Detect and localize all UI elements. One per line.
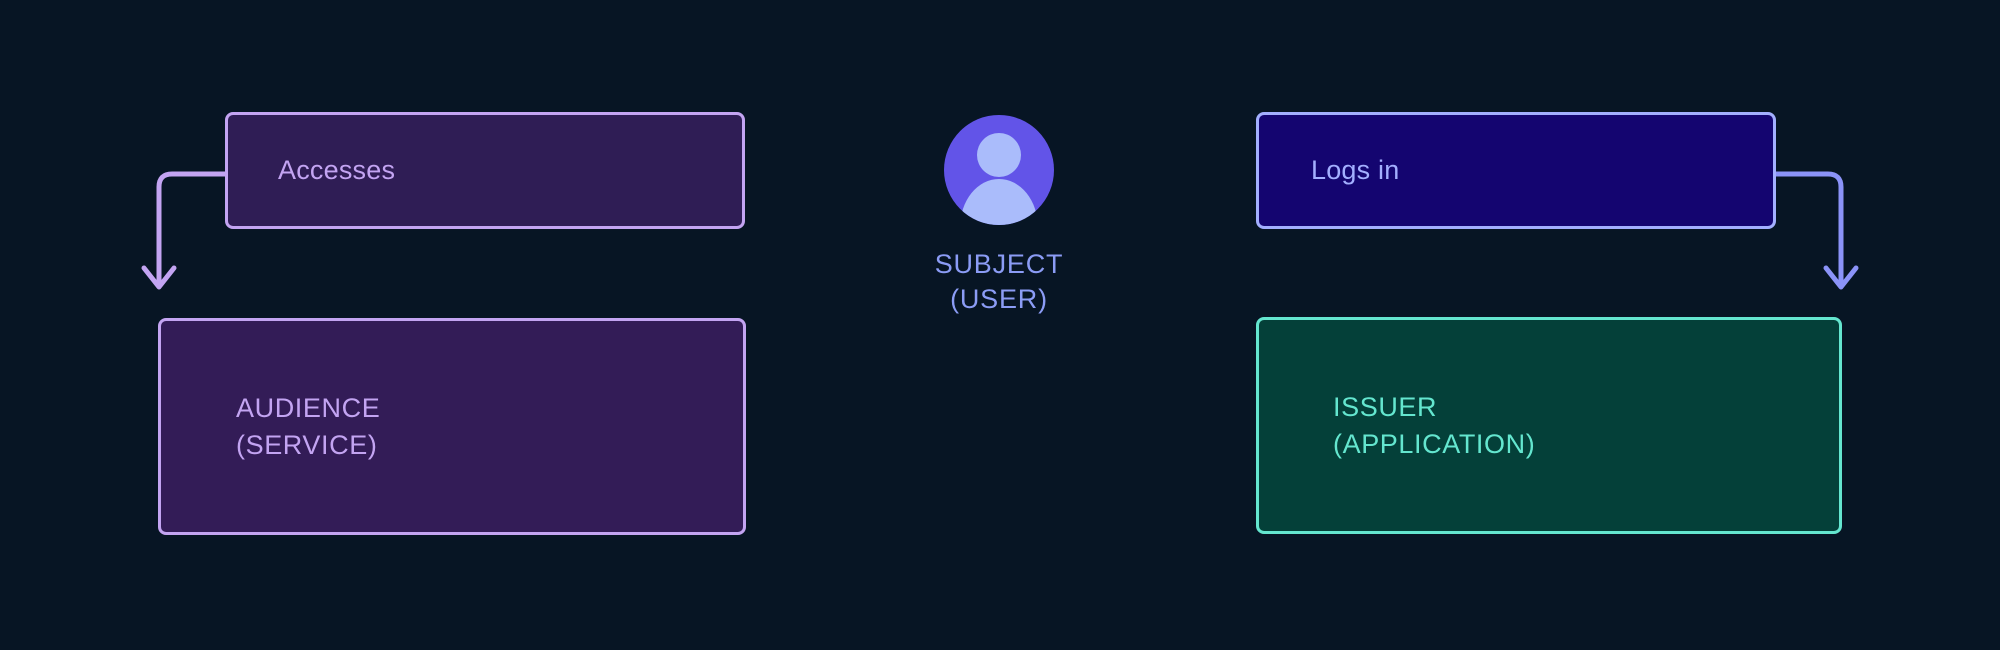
node-logs-in[interactable]: Logs in [1256,112,1776,229]
node-accesses[interactable]: Accesses [225,112,745,229]
node-issuer-label: ISSUER (APPLICATION) [1333,392,1536,459]
connector-accesses-audience [156,171,228,288]
connector-logsin-issuer [1773,171,1844,288]
arrowhead-accesses-audience [141,265,177,290]
node-subject-label: SUBJECT (USER) [934,249,1064,315]
avatar-body-shape [960,179,1038,225]
arrowhead-logsin-issuer [1823,265,1859,290]
node-accesses-label: Accesses [278,155,396,186]
node-audience-label: AUDIENCE (SERVICE) [236,393,381,460]
node-logs-in-label: Logs in [1311,155,1400,186]
user-avatar-icon [944,115,1054,225]
avatar-head-shape [977,133,1021,177]
node-subject[interactable]: SUBJECT (USER) [884,115,1114,345]
node-audience[interactable]: AUDIENCE (SERVICE) [158,318,746,535]
node-issuer[interactable]: ISSUER (APPLICATION) [1256,317,1842,534]
